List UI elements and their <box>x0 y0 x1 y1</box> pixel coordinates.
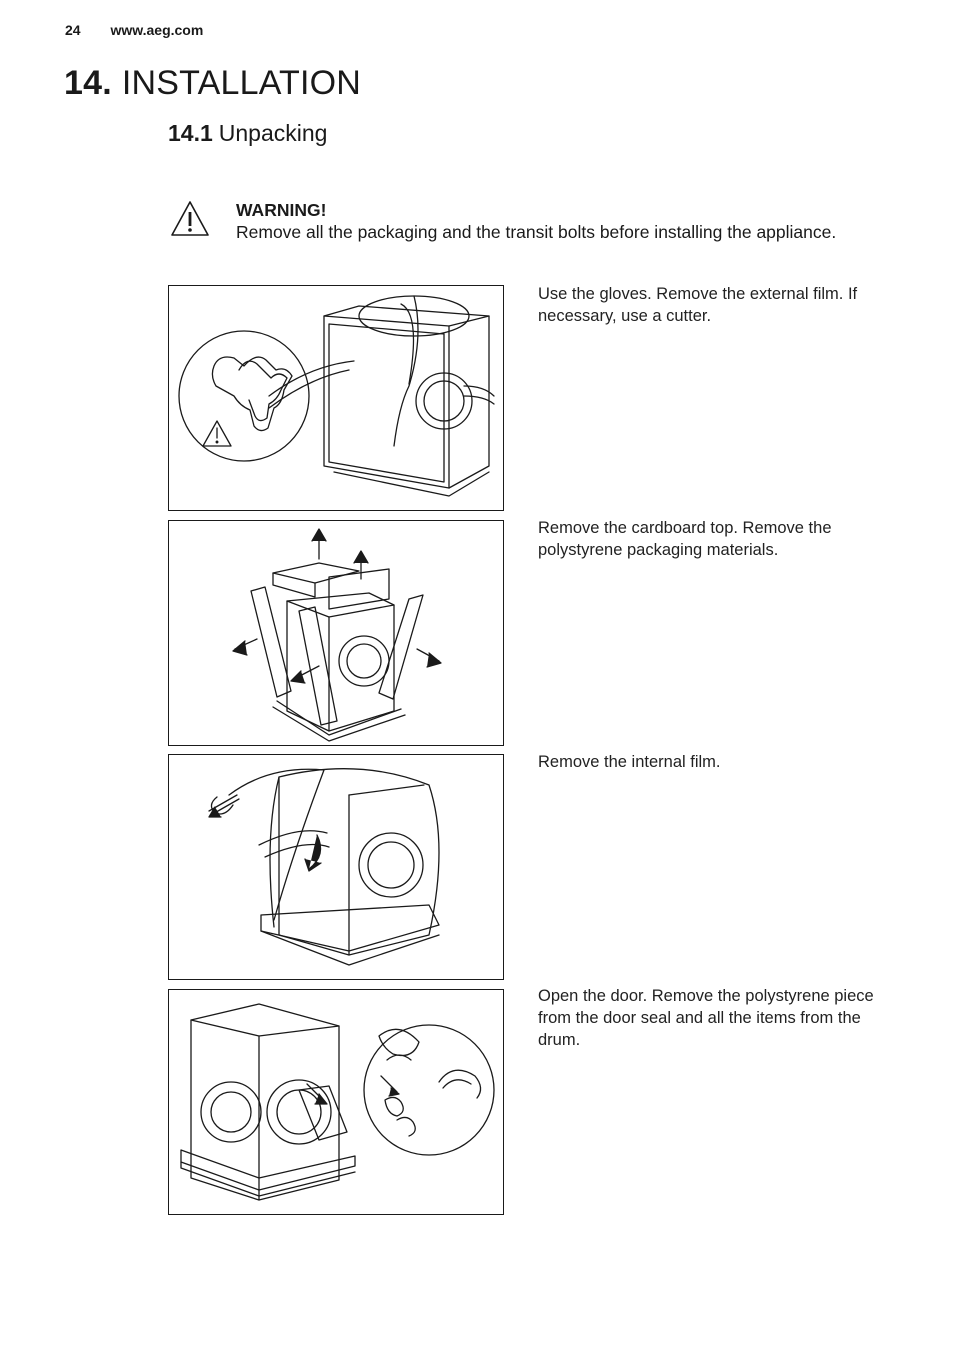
step-4-caption: Open the door. Remove the polystyrene pi… <box>538 987 874 1049</box>
step-1-caption: Use the gloves. Remove the external film… <box>538 285 858 325</box>
warning-text: Remove all the packaging and the transit… <box>236 222 837 242</box>
warning-block: WARNING! Remove all the packaging and th… <box>236 199 846 243</box>
page-header: 24 www.aeg.com <box>65 22 203 38</box>
warning-triangle-icon <box>170 200 210 238</box>
illustration-cardboard-top <box>168 520 504 746</box>
section-number: 14.1 <box>168 120 213 146</box>
illustration-door-seal <box>168 989 504 1215</box>
step-2-caption: Remove the cardboard top. Remove the pol… <box>538 519 832 559</box>
warning-title: WARNING! <box>236 200 327 220</box>
section-title: Unpacking <box>218 120 328 146</box>
step-3-caption: Remove the internal film. <box>538 753 721 771</box>
illustration-internal-film <box>168 754 504 980</box>
page-number: 24 <box>65 22 81 38</box>
chapter-heading: 14.INSTALLATION <box>64 64 361 103</box>
illustration-gloves-film <box>168 285 504 511</box>
website-url: www.aeg.com <box>110 22 204 38</box>
chapter-title: INSTALLATION <box>121 64 362 102</box>
chapter-number: 14. <box>64 64 112 102</box>
